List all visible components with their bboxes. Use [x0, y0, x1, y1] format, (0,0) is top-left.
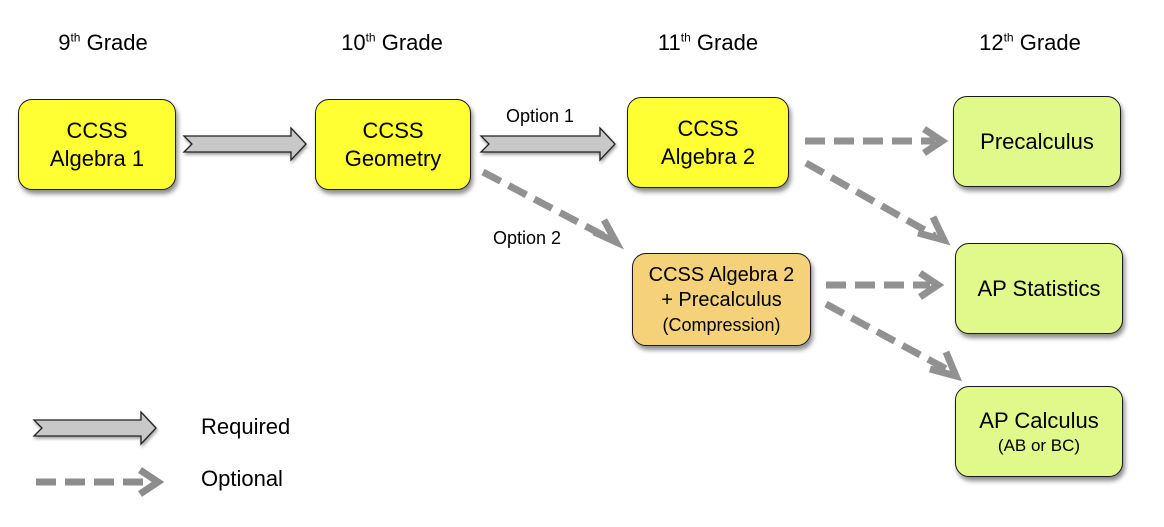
grade-suffix: th: [70, 30, 81, 45]
course-title-line-1: CCSS: [66, 117, 128, 143]
course-title-line-2: Algebra 1: [49, 145, 145, 171]
course-box-geometry[interactable]: CCSS Geometry: [315, 99, 471, 190]
required-arrow-algebra1-geometry: [182, 126, 307, 162]
optional-arrow-geometry-compression: [481, 168, 614, 244]
option-1-label: Option 1: [506, 106, 575, 126]
course-title-line-2: + Precalculus: [661, 288, 782, 311]
arrowhead: [918, 270, 945, 300]
grade-number: 12: [979, 30, 1004, 55]
option-2-label: Option 2: [493, 228, 562, 248]
grade-number: 11: [657, 30, 681, 55]
course-box-ap-calculus[interactable]: AP Calculus (AB or BC): [955, 386, 1123, 477]
course-box-ap-statistics[interactable]: AP Statistics: [955, 243, 1123, 334]
course-title-line-1: AP Statistics: [977, 275, 1101, 301]
arrowhead: [138, 467, 165, 497]
grade-suffix: th: [365, 30, 376, 45]
grade-header-10: 10th Grade: [292, 30, 492, 56]
course-title-line-2: Geometry: [344, 145, 442, 171]
grade-label: Grade: [696, 30, 759, 55]
grade-label: Grade: [86, 30, 148, 55]
arrowhead: [922, 126, 949, 156]
grade-header-12: 12th Grade: [930, 30, 1130, 56]
course-title-line-2: Algebra 2: [660, 143, 756, 169]
course-title-line-1: CCSS Algebra 2: [648, 263, 795, 286]
course-note: (AB or BC): [997, 435, 1081, 455]
optional-arrow-algebra2-apstatistics: [804, 159, 937, 240]
course-title-line-1: AP Calculus: [979, 407, 1099, 433]
grade-label: Grade: [381, 30, 443, 55]
grade-number: 10: [341, 30, 366, 55]
grade-header-9: 9th Grade: [3, 30, 203, 56]
course-box-algebra-1[interactable]: CCSS Algebra 1: [18, 99, 176, 190]
grade-number: 9: [58, 30, 71, 55]
course-title-line-1: CCSS: [362, 117, 424, 143]
grade-label: Grade: [1019, 30, 1081, 55]
grade-suffix: th: [680, 30, 691, 45]
required-arrow-geometry-algebra2: [479, 126, 616, 162]
course-box-precalculus[interactable]: Precalculus: [953, 96, 1121, 187]
course-box-algebra-2[interactable]: CCSS Algebra 2: [627, 97, 789, 188]
arrowhead: [592, 218, 625, 250]
legend-required-arrow: [32, 410, 157, 446]
arrowhead: [929, 350, 962, 382]
course-note: (Compression): [662, 314, 781, 335]
optional-arrow-compression-apcalculus: [824, 300, 950, 374]
legend-required-label: Required: [201, 414, 291, 439]
grade-suffix: th: [1003, 30, 1014, 45]
course-title-line-1: Precalculus: [980, 128, 1094, 154]
course-title-line-1: CCSS: [677, 115, 739, 141]
legend-optional-label: Optional: [201, 466, 283, 491]
arrowhead: [917, 215, 951, 246]
course-box-algebra-2-precalculus-compression[interactable]: CCSS Algebra 2 + Precalculus (Compressio…: [632, 253, 811, 346]
grade-header-11: 11th Grade: [608, 30, 808, 56]
